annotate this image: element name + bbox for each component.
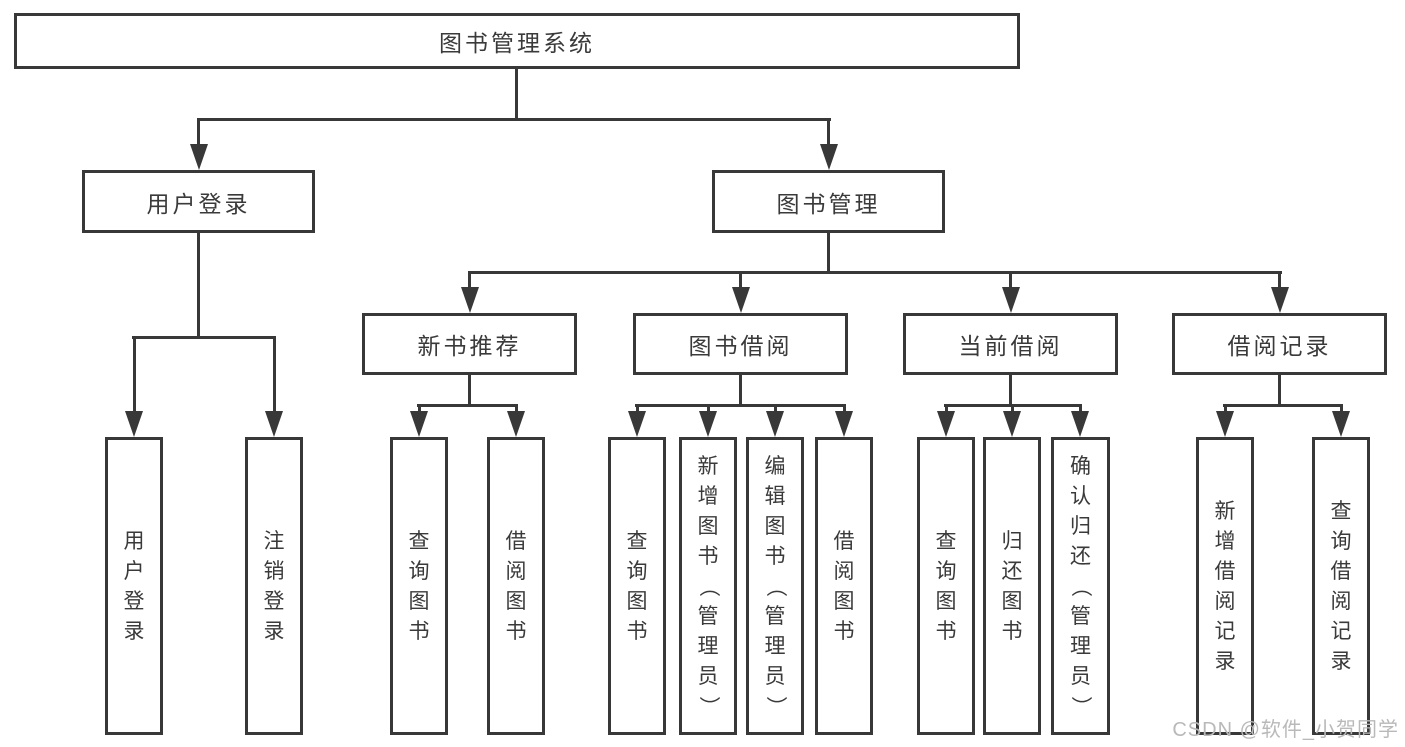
arrowhead-rec-borrow	[507, 411, 525, 437]
edge-book-borrow-stem	[739, 375, 742, 407]
edge-book-mgmt-branch	[468, 271, 1282, 274]
arrowhead-user-login	[190, 144, 208, 170]
edge-borrow-record-stem	[1278, 375, 1281, 407]
arrowhead-br-add	[1216, 411, 1234, 437]
leaf-cb-return-books: 归还图书	[983, 437, 1041, 735]
edge-to-br-query	[1340, 404, 1343, 413]
node-book-mgmt: 图书管理	[712, 170, 945, 233]
arrowhead-login	[125, 411, 143, 437]
node-borrow-record: 借阅记录	[1172, 313, 1387, 375]
node-new-book-rec: 新书推荐	[362, 313, 577, 375]
edge-to-cb-query	[945, 404, 948, 413]
arrowhead-cb-return	[1003, 411, 1021, 437]
edge-new-book-rec-stem	[468, 375, 471, 407]
edge-to-login	[133, 336, 136, 413]
edge-to-book-mgmt	[827, 118, 830, 146]
edge-user-login-stem	[197, 233, 200, 339]
watermark: CSDN @软件_小贺同学	[1172, 719, 1399, 741]
edge-to-cb-confirm	[1079, 404, 1082, 413]
arrowhead-borrow-record	[1271, 287, 1289, 313]
arrowhead-bb-add	[699, 411, 717, 437]
arrowhead-cb-query	[937, 411, 955, 437]
edge-current-borrow-stem	[1009, 375, 1012, 407]
arrowhead-bb-query	[628, 411, 646, 437]
leaf-bb-query-books: 查询图书	[608, 437, 666, 735]
leaf-br-add-record: 新增借阅记录	[1196, 437, 1254, 735]
edge-user-login-branch	[132, 336, 276, 339]
leaf-bb-borrow-books: 借阅图书	[815, 437, 873, 735]
edge-root-branch	[197, 118, 831, 121]
edge-to-rec-borrow	[515, 404, 518, 413]
edge-book-borrow-branch	[635, 404, 846, 407]
leaf-bb-add-books-admin: 新增图书（管理员）	[679, 437, 737, 735]
arrowhead-cb-confirm	[1071, 411, 1089, 437]
edge-borrow-record-branch	[1223, 404, 1343, 407]
arrowhead-current-borrow	[1002, 287, 1020, 313]
edge-to-logout	[273, 336, 276, 413]
arrowhead-bb-borrow	[835, 411, 853, 437]
edge-root-stem	[515, 69, 518, 121]
edge-to-cb-return	[1011, 404, 1014, 413]
node-current-borrow: 当前借阅	[903, 313, 1118, 375]
edge-to-bb-borrow	[843, 404, 846, 413]
leaf-br-query-record: 查询借阅记录	[1312, 437, 1370, 735]
leaf-cb-query-books: 查询图书	[917, 437, 975, 735]
arrowhead-rec-query	[410, 411, 428, 437]
edge-to-br-add	[1224, 404, 1227, 413]
edge-to-borrow-record	[1278, 271, 1281, 289]
edge-to-bb-query	[636, 404, 639, 413]
arrowhead-br-query	[1332, 411, 1350, 437]
edge-to-rec-query	[418, 404, 421, 413]
edge-to-bb-add	[707, 404, 710, 413]
arrowhead-bb-edit	[766, 411, 784, 437]
leaf-cb-confirm-return-admin: 确认归还（管理员）	[1051, 437, 1110, 735]
edge-to-user-login	[197, 118, 200, 146]
leaf-rec-borrow-books: 借阅图书	[487, 437, 545, 735]
edge-to-book-borrow	[739, 271, 742, 289]
edge-to-current-borrow	[1009, 271, 1012, 289]
edge-to-new-book-rec	[468, 271, 471, 289]
node-book-borrow: 图书借阅	[633, 313, 848, 375]
leaf-user-login: 用户登录	[105, 437, 163, 735]
arrowhead-new-book-rec	[461, 287, 479, 313]
leaf-bb-edit-books-admin: 编辑图书（管理员）	[746, 437, 804, 735]
node-root: 图书管理系统	[14, 13, 1020, 69]
edge-new-book-rec-branch	[417, 404, 518, 407]
leaf-logout: 注销登录	[245, 437, 303, 735]
node-user-login: 用户登录	[82, 170, 315, 233]
arrowhead-book-mgmt	[820, 144, 838, 170]
arrowhead-logout	[265, 411, 283, 437]
arrowhead-book-borrow	[732, 287, 750, 313]
edge-book-mgmt-stem	[827, 233, 830, 274]
leaf-rec-query-books: 查询图书	[390, 437, 448, 735]
edge-to-bb-edit	[774, 404, 777, 413]
